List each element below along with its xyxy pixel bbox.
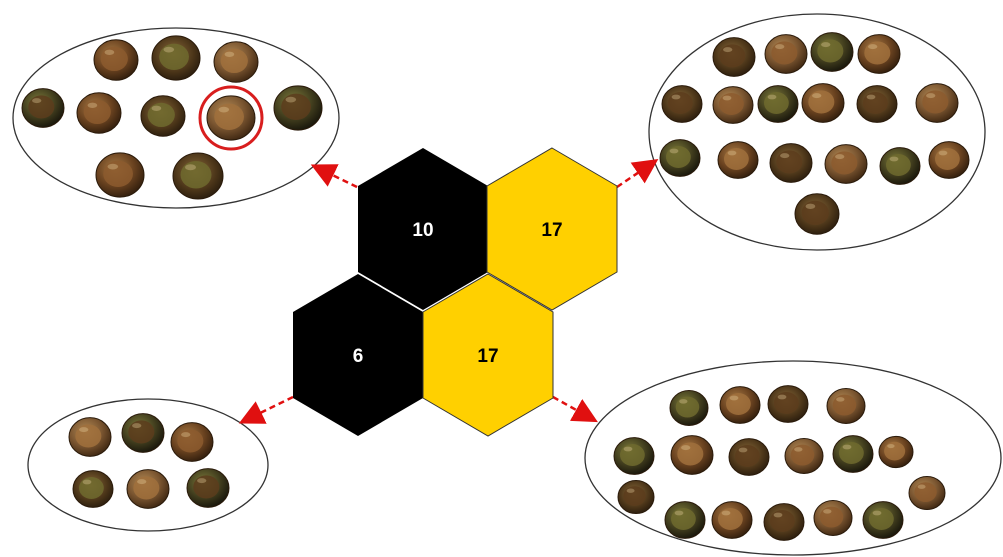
arrow-bottom-left (250, 397, 293, 418)
nut (764, 504, 804, 541)
nut (122, 414, 164, 453)
nut (833, 436, 873, 473)
nut (187, 469, 229, 508)
nut (795, 194, 839, 234)
nut (671, 436, 713, 475)
nut (662, 86, 702, 123)
nut (785, 439, 823, 474)
nut (713, 38, 755, 77)
nut (802, 84, 844, 123)
nut (825, 145, 867, 184)
nut (811, 33, 853, 72)
nut (77, 93, 121, 133)
nut (73, 471, 113, 508)
nut (670, 391, 708, 426)
nut (909, 476, 945, 509)
nut (718, 142, 758, 179)
top-right-nut-group (660, 33, 969, 235)
nut (770, 144, 812, 183)
bottom-right-nut-group (614, 386, 945, 541)
hexagon-top-left-label: 10 (412, 220, 433, 241)
nut (758, 86, 798, 123)
nut (768, 386, 808, 423)
nut (274, 86, 322, 130)
nut (665, 502, 705, 539)
arrow-bottom-right (553, 397, 587, 416)
nut (712, 502, 752, 539)
nut (152, 36, 200, 80)
hexagon-top-right-label: 17 (541, 220, 562, 241)
nut (720, 387, 760, 424)
nut (127, 470, 169, 509)
bottom-left-nut-group (69, 414, 229, 509)
nut (879, 436, 913, 467)
nut (765, 35, 807, 74)
nut (171, 423, 213, 462)
nut (660, 140, 700, 177)
nut (814, 501, 852, 536)
nut (929, 142, 969, 179)
nut (214, 42, 258, 82)
nut (618, 480, 654, 513)
nut (96, 153, 144, 197)
nut (880, 148, 920, 185)
nut (858, 35, 900, 74)
arrow-top-right (617, 166, 648, 187)
nut (729, 439, 769, 476)
nut (69, 418, 111, 457)
top-left-nut-group (22, 36, 322, 199)
nut (141, 96, 185, 136)
nut (173, 153, 223, 199)
hexagon-bottom-right-label: 17 (477, 346, 498, 367)
nut (207, 96, 255, 140)
nut (827, 389, 865, 424)
nut (857, 86, 897, 123)
arrow-top-left (322, 170, 357, 187)
nut (614, 438, 654, 475)
nut (916, 84, 958, 123)
nut (713, 87, 753, 124)
nut (863, 502, 903, 539)
nut (22, 89, 64, 128)
hexagon-bottom-left-label: 6 (353, 346, 364, 367)
nut (94, 40, 138, 80)
